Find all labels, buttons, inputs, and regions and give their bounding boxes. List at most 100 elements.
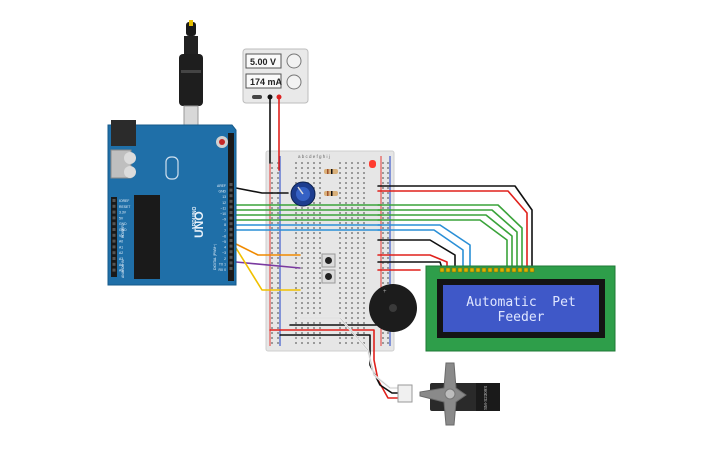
arduino-pin[interactable] xyxy=(229,227,233,231)
arduino-pin-label: TX 1 xyxy=(219,262,226,266)
arduino-pin[interactable] xyxy=(112,257,116,260)
negative-terminal xyxy=(267,94,273,100)
lcd-pin[interactable] xyxy=(445,267,451,273)
arduino-pin-label: 7 xyxy=(224,229,226,233)
lcd-pin[interactable] xyxy=(493,267,499,273)
arduino-pin[interactable] xyxy=(229,250,233,254)
current-readout: 174 mA xyxy=(250,77,283,87)
arduino-pin[interactable] xyxy=(112,251,116,255)
voltage-readout: 5.00 V xyxy=(250,57,276,67)
servo-horn[interactable] xyxy=(419,362,467,426)
arduino-pin[interactable] xyxy=(229,194,233,198)
arduino-pin[interactable] xyxy=(229,244,233,248)
arduino-uno[interactable]: UNO ARDUINO DIGITAL (PWM~) POWER ANALOG … xyxy=(107,120,237,286)
arduino-pin[interactable] xyxy=(229,255,233,259)
power-switch[interactable] xyxy=(252,95,262,99)
lcd-line-2: Feeder xyxy=(498,310,545,325)
voltage-knob[interactable] xyxy=(286,53,302,69)
arduino-pin[interactable] xyxy=(112,268,116,272)
push-button-2[interactable] xyxy=(321,269,336,284)
arduino-pin[interactable] xyxy=(229,233,233,237)
arduino-pin[interactable] xyxy=(112,239,116,243)
arduino-pin[interactable] xyxy=(112,204,116,208)
lcd-pin[interactable] xyxy=(499,267,505,273)
arduino-pin[interactable] xyxy=(112,216,116,220)
arduino-model-label: UNO xyxy=(192,211,206,238)
push-button-1[interactable] xyxy=(321,253,336,268)
arduino-pin[interactable] xyxy=(229,261,233,265)
arduino-pin-label: GND xyxy=(218,190,226,194)
arduino-pin-label: 3.3V xyxy=(119,211,127,215)
power-label: POWER xyxy=(121,225,125,238)
arduino-brand-label: ARDUINO xyxy=(192,207,198,230)
arduino-pin[interactable] xyxy=(229,188,233,192)
lcd-pin[interactable] xyxy=(487,267,493,273)
arduino-pin[interactable] xyxy=(112,222,116,226)
piezo-buzzer[interactable]: + xyxy=(369,284,417,332)
arduino-pin[interactable] xyxy=(112,228,116,231)
arduino-pin-label: 12 xyxy=(222,201,226,205)
arduino-pin-label: A1 xyxy=(119,245,123,249)
arduino-pin-label: IOREF xyxy=(119,199,129,203)
arduino-pin-label: Vin xyxy=(119,234,124,238)
arduino-pin[interactable] xyxy=(229,199,233,203)
lcd-pin[interactable] xyxy=(439,267,445,273)
lcd-pin-header xyxy=(439,267,535,273)
arduino-pin-label: A0 xyxy=(119,240,123,244)
usb-cable xyxy=(179,20,203,129)
arduino-pin-label: ~3 xyxy=(222,251,226,255)
arduino-pin-label: A5 xyxy=(119,269,123,273)
arduino-pin-label: RX 0 xyxy=(218,268,226,272)
lcd-pin[interactable] xyxy=(469,267,475,273)
lcd-pin[interactable] xyxy=(529,267,535,273)
lcd-pin[interactable] xyxy=(463,267,469,273)
power-supply[interactable]: 5.00 V 174 mA xyxy=(242,48,309,104)
servo-label: SM-S2309S xyxy=(483,386,488,410)
positive-terminal xyxy=(276,94,282,100)
arduino-pin[interactable] xyxy=(112,210,116,214)
arduino-pin[interactable] xyxy=(229,239,233,242)
arduino-pin-label: GND xyxy=(119,228,127,232)
breadboard-column-letters: a b c d e f g h i j xyxy=(298,154,330,159)
arduino-pin-label: ~10 xyxy=(220,212,226,216)
lcd-pin[interactable] xyxy=(481,267,487,273)
lcd-display[interactable]: Automatic Pet Feeder xyxy=(425,265,616,352)
arduino-pin-label: 4 xyxy=(224,246,226,250)
lcd-pin[interactable] xyxy=(517,267,523,273)
power-header xyxy=(111,197,117,277)
wires xyxy=(139,98,533,399)
arduino-pin[interactable] xyxy=(229,216,233,220)
potentiometer[interactable] xyxy=(290,181,316,207)
arduino-pin[interactable] xyxy=(229,267,233,270)
lcd-pin[interactable] xyxy=(475,267,481,273)
resistor-1 xyxy=(324,169,338,174)
lcd-pin[interactable] xyxy=(457,267,463,273)
lcd-pin[interactable] xyxy=(505,267,511,273)
lcd-line-1: Automatic Pet xyxy=(466,295,576,310)
lcd-pin[interactable] xyxy=(451,267,457,273)
resistor-2 xyxy=(324,191,338,196)
arduino-pin[interactable] xyxy=(229,222,233,226)
arduino-pin-label: 2 xyxy=(224,257,226,261)
arduino-pin-label: ~11 xyxy=(221,206,227,210)
digital-label: DIGITAL (PWM~) xyxy=(213,244,217,270)
lcd-pin[interactable] xyxy=(511,267,517,273)
current-knob[interactable] xyxy=(286,74,302,90)
arduino-pin-label: A2 xyxy=(119,251,123,255)
arduino-pin[interactable] xyxy=(112,245,116,249)
arduino-pin[interactable] xyxy=(112,199,116,202)
arduino-pin[interactable] xyxy=(229,205,233,209)
arduino-pin[interactable] xyxy=(229,183,233,186)
servo-motor[interactable]: SM-S2309S xyxy=(397,362,500,426)
servo-connector xyxy=(397,384,413,403)
arduino-pin[interactable] xyxy=(112,233,116,237)
analog-label: ANALOG IN xyxy=(121,259,125,278)
arduino-pin[interactable] xyxy=(112,262,116,266)
arduino-pin[interactable] xyxy=(229,211,233,214)
arduino-pin-label: RESET xyxy=(119,205,130,209)
lcd-pin[interactable] xyxy=(523,267,529,273)
arduino-pin-label: AREF xyxy=(217,184,226,188)
svg-text:+: + xyxy=(383,289,387,295)
